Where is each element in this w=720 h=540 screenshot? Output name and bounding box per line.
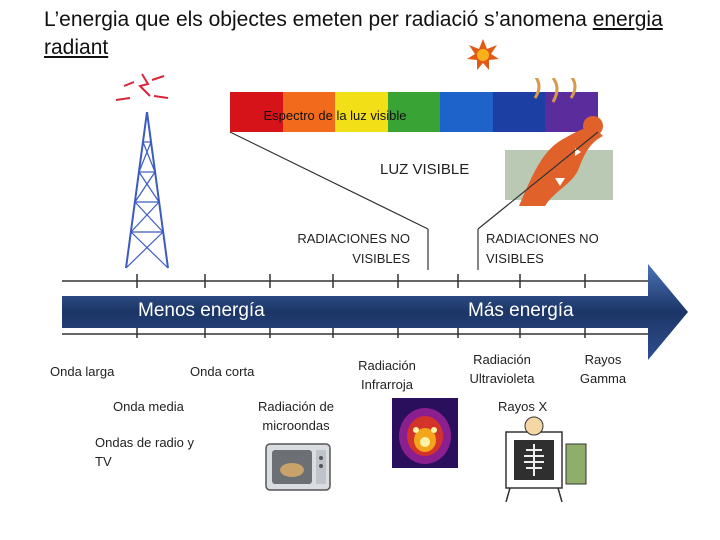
onda-corta-label: Onda corta bbox=[190, 362, 254, 381]
xray-cartoon-image bbox=[496, 414, 592, 504]
mas-energia-label: Más energía bbox=[468, 300, 574, 322]
microwave-oven-icon bbox=[262, 438, 336, 498]
onda-larga-label: Onda larga bbox=[50, 362, 114, 381]
menos-energia-label: Menos energía bbox=[138, 300, 265, 322]
luz-visible-label: LUZ VISIBLE bbox=[380, 161, 469, 178]
onda-media-label: Onda media bbox=[113, 397, 184, 416]
infrared-dog-image bbox=[392, 398, 458, 468]
